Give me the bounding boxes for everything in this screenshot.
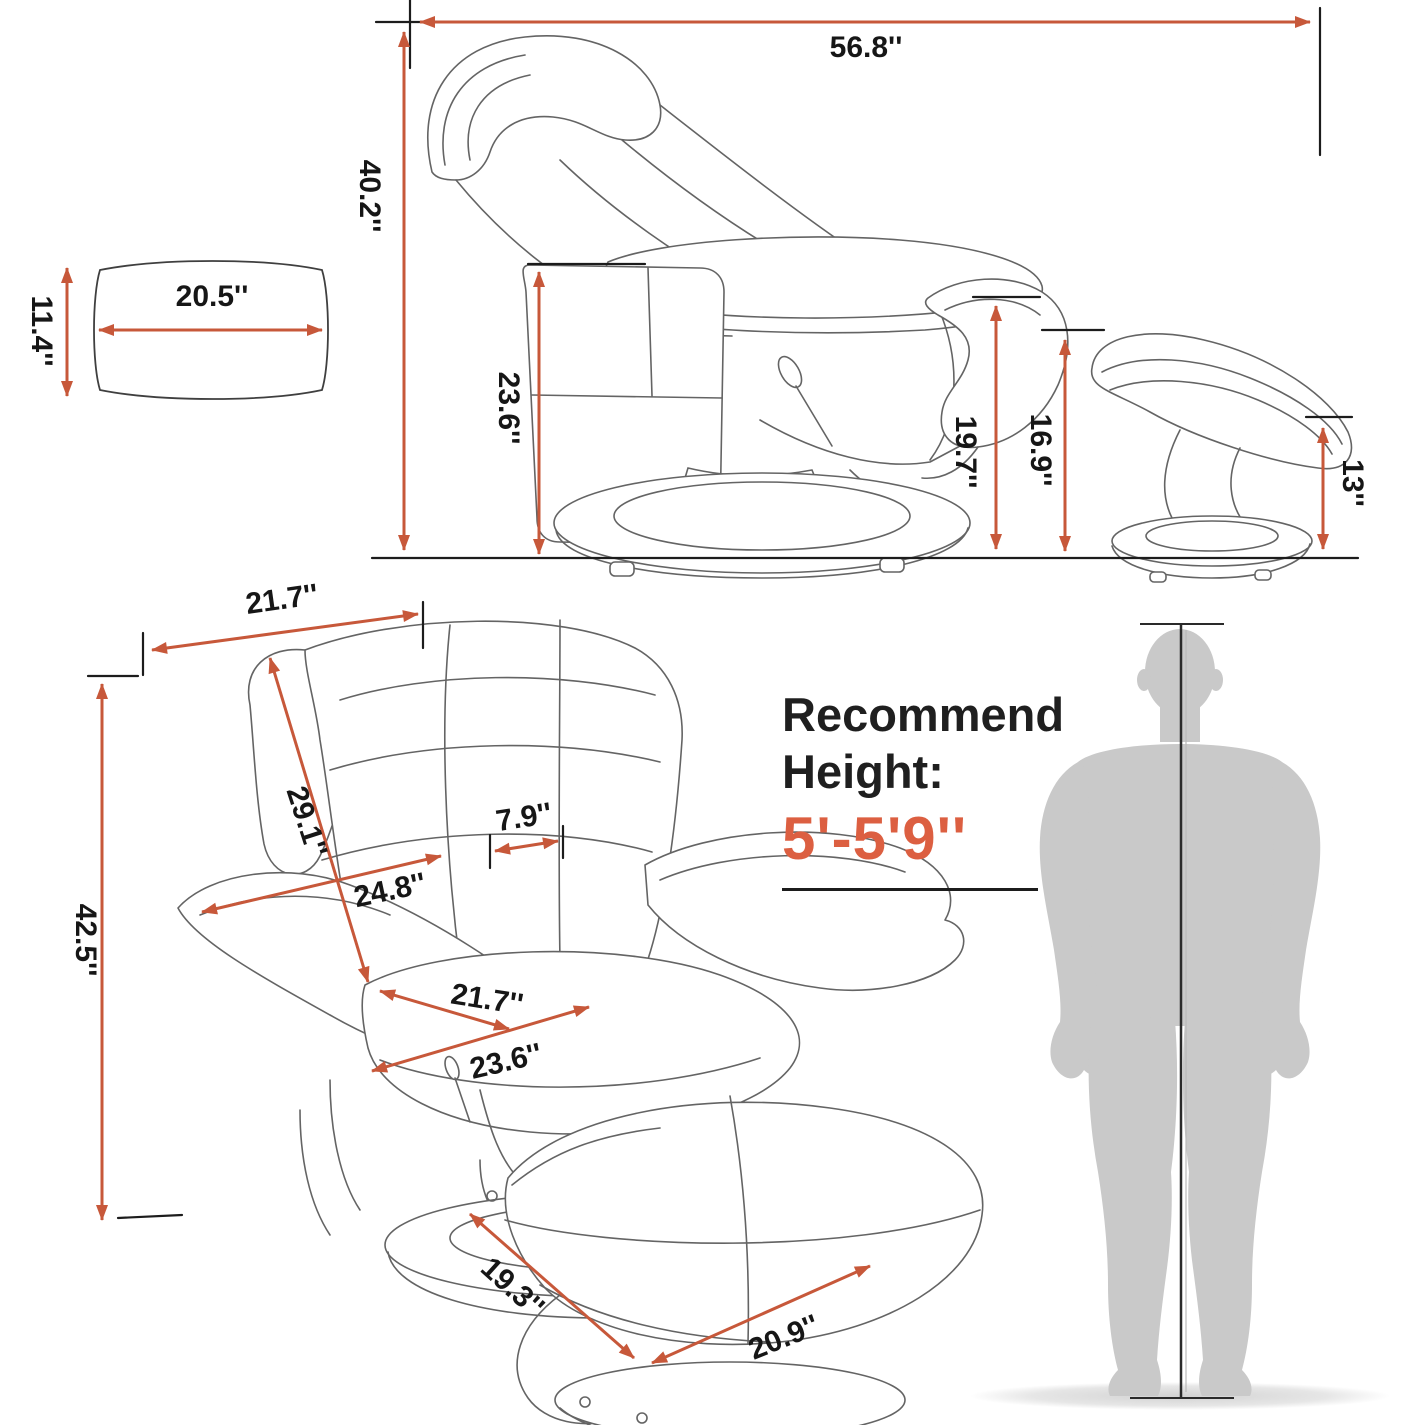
base-ring-outer (1111, 515, 1313, 567)
front-view-ottoman-line-art (504, 1095, 984, 1425)
dim-label-ottoman-back-height: 16.9'' (1024, 413, 1057, 487)
screw-dot (486, 1190, 498, 1202)
recommend-height-block: Recommend Height: 5'-5'9'' (782, 686, 1082, 891)
dim-arrow-seat-depth (371, 1005, 590, 1073)
seam-line (467, 74, 531, 161)
silhouette-arm (1039, 760, 1108, 1079)
seam-line (1101, 358, 1343, 445)
measurement-ticks (86, 0, 1360, 1220)
dim-label-armrest-height: 19.7'' (949, 415, 982, 489)
base-foot (1149, 571, 1167, 583)
base-foot (1254, 569, 1272, 581)
ottoman-cushion (1090, 333, 1353, 470)
seam-line (1109, 380, 1333, 455)
screw-dot (579, 1396, 591, 1408)
base-ring-outer (554, 1361, 906, 1425)
tabletop-line-art (93, 260, 329, 400)
base-ring-inner (613, 481, 911, 551)
seam-line (558, 619, 561, 963)
dim-label-seat-back-height: 23.6'' (492, 371, 525, 445)
base-ring-outer (553, 472, 971, 574)
silhouette-leg (1182, 1010, 1272, 1396)
dim-arrow-backrest-length (268, 657, 370, 983)
base-rim (559, 1407, 593, 1425)
recommend-title-line1: Recommend (782, 688, 1065, 741)
seam-line (329, 744, 661, 771)
silhouette-ear (1137, 669, 1151, 691)
lever (454, 1077, 471, 1123)
dimension-arrows (61, 16, 1329, 1365)
dim-arrow-armrest-width (494, 837, 559, 855)
right-armrest (644, 831, 965, 991)
tabletop-outline (93, 260, 329, 400)
underline (782, 887, 1038, 891)
mechanism-link (759, 419, 991, 465)
seam-line (647, 267, 653, 397)
recline-lever (795, 385, 833, 447)
headrest-outline (427, 35, 662, 181)
seam-line (444, 624, 461, 966)
arm-support (921, 446, 979, 480)
dim-label-overall-depth: 56.8'' (829, 31, 903, 64)
side-view-recliner-line-art (427, 35, 1069, 579)
dim-label-tabletop-depth: 11.4'' (25, 295, 58, 367)
seam-line (531, 394, 723, 399)
silhouette-ear (1209, 669, 1223, 691)
base-foot (879, 557, 905, 573)
base-rim (1111, 543, 1311, 579)
seam-line (511, 1127, 661, 1186)
ottoman-support (1163, 429, 1181, 529)
base-rim (555, 527, 969, 579)
dim-label-ottoman-seat-height: 13'' (1336, 459, 1369, 507)
dim-label-front-height: 42.5'' (69, 903, 102, 977)
silhouette-measure-line (1130, 623, 1234, 1399)
recline-lever-knob (777, 355, 803, 389)
recommend-title-line2: Height: (782, 745, 944, 799)
seam-line (659, 854, 906, 881)
seam-line (944, 298, 1041, 316)
armrest-support (329, 1079, 361, 1211)
dim-arrow-ottoman-width (469, 1212, 635, 1360)
silhouette-leg (1088, 1010, 1178, 1396)
dim-arrow-backrest-width (201, 853, 442, 915)
side-view-ottoman-line-art (1090, 333, 1353, 583)
dim-arrow-ottoman-depth (651, 1264, 871, 1365)
dim-label-overall-height: 40.2'' (353, 159, 386, 233)
screw-dot (636, 1412, 648, 1424)
base-foot (609, 561, 635, 577)
tick (116, 1213, 184, 1220)
dim-label-tabletop-width: 20.5'' (175, 280, 249, 313)
seam-line (442, 54, 526, 166)
silhouette-arm (1252, 760, 1321, 1079)
dim-arrow-headrest-width (151, 610, 419, 654)
side-panel-edge (299, 1109, 331, 1236)
recommend-height-value: 5'-5'9'' (782, 804, 968, 872)
seam-line (339, 676, 656, 701)
base-ring-inner (1145, 520, 1279, 552)
